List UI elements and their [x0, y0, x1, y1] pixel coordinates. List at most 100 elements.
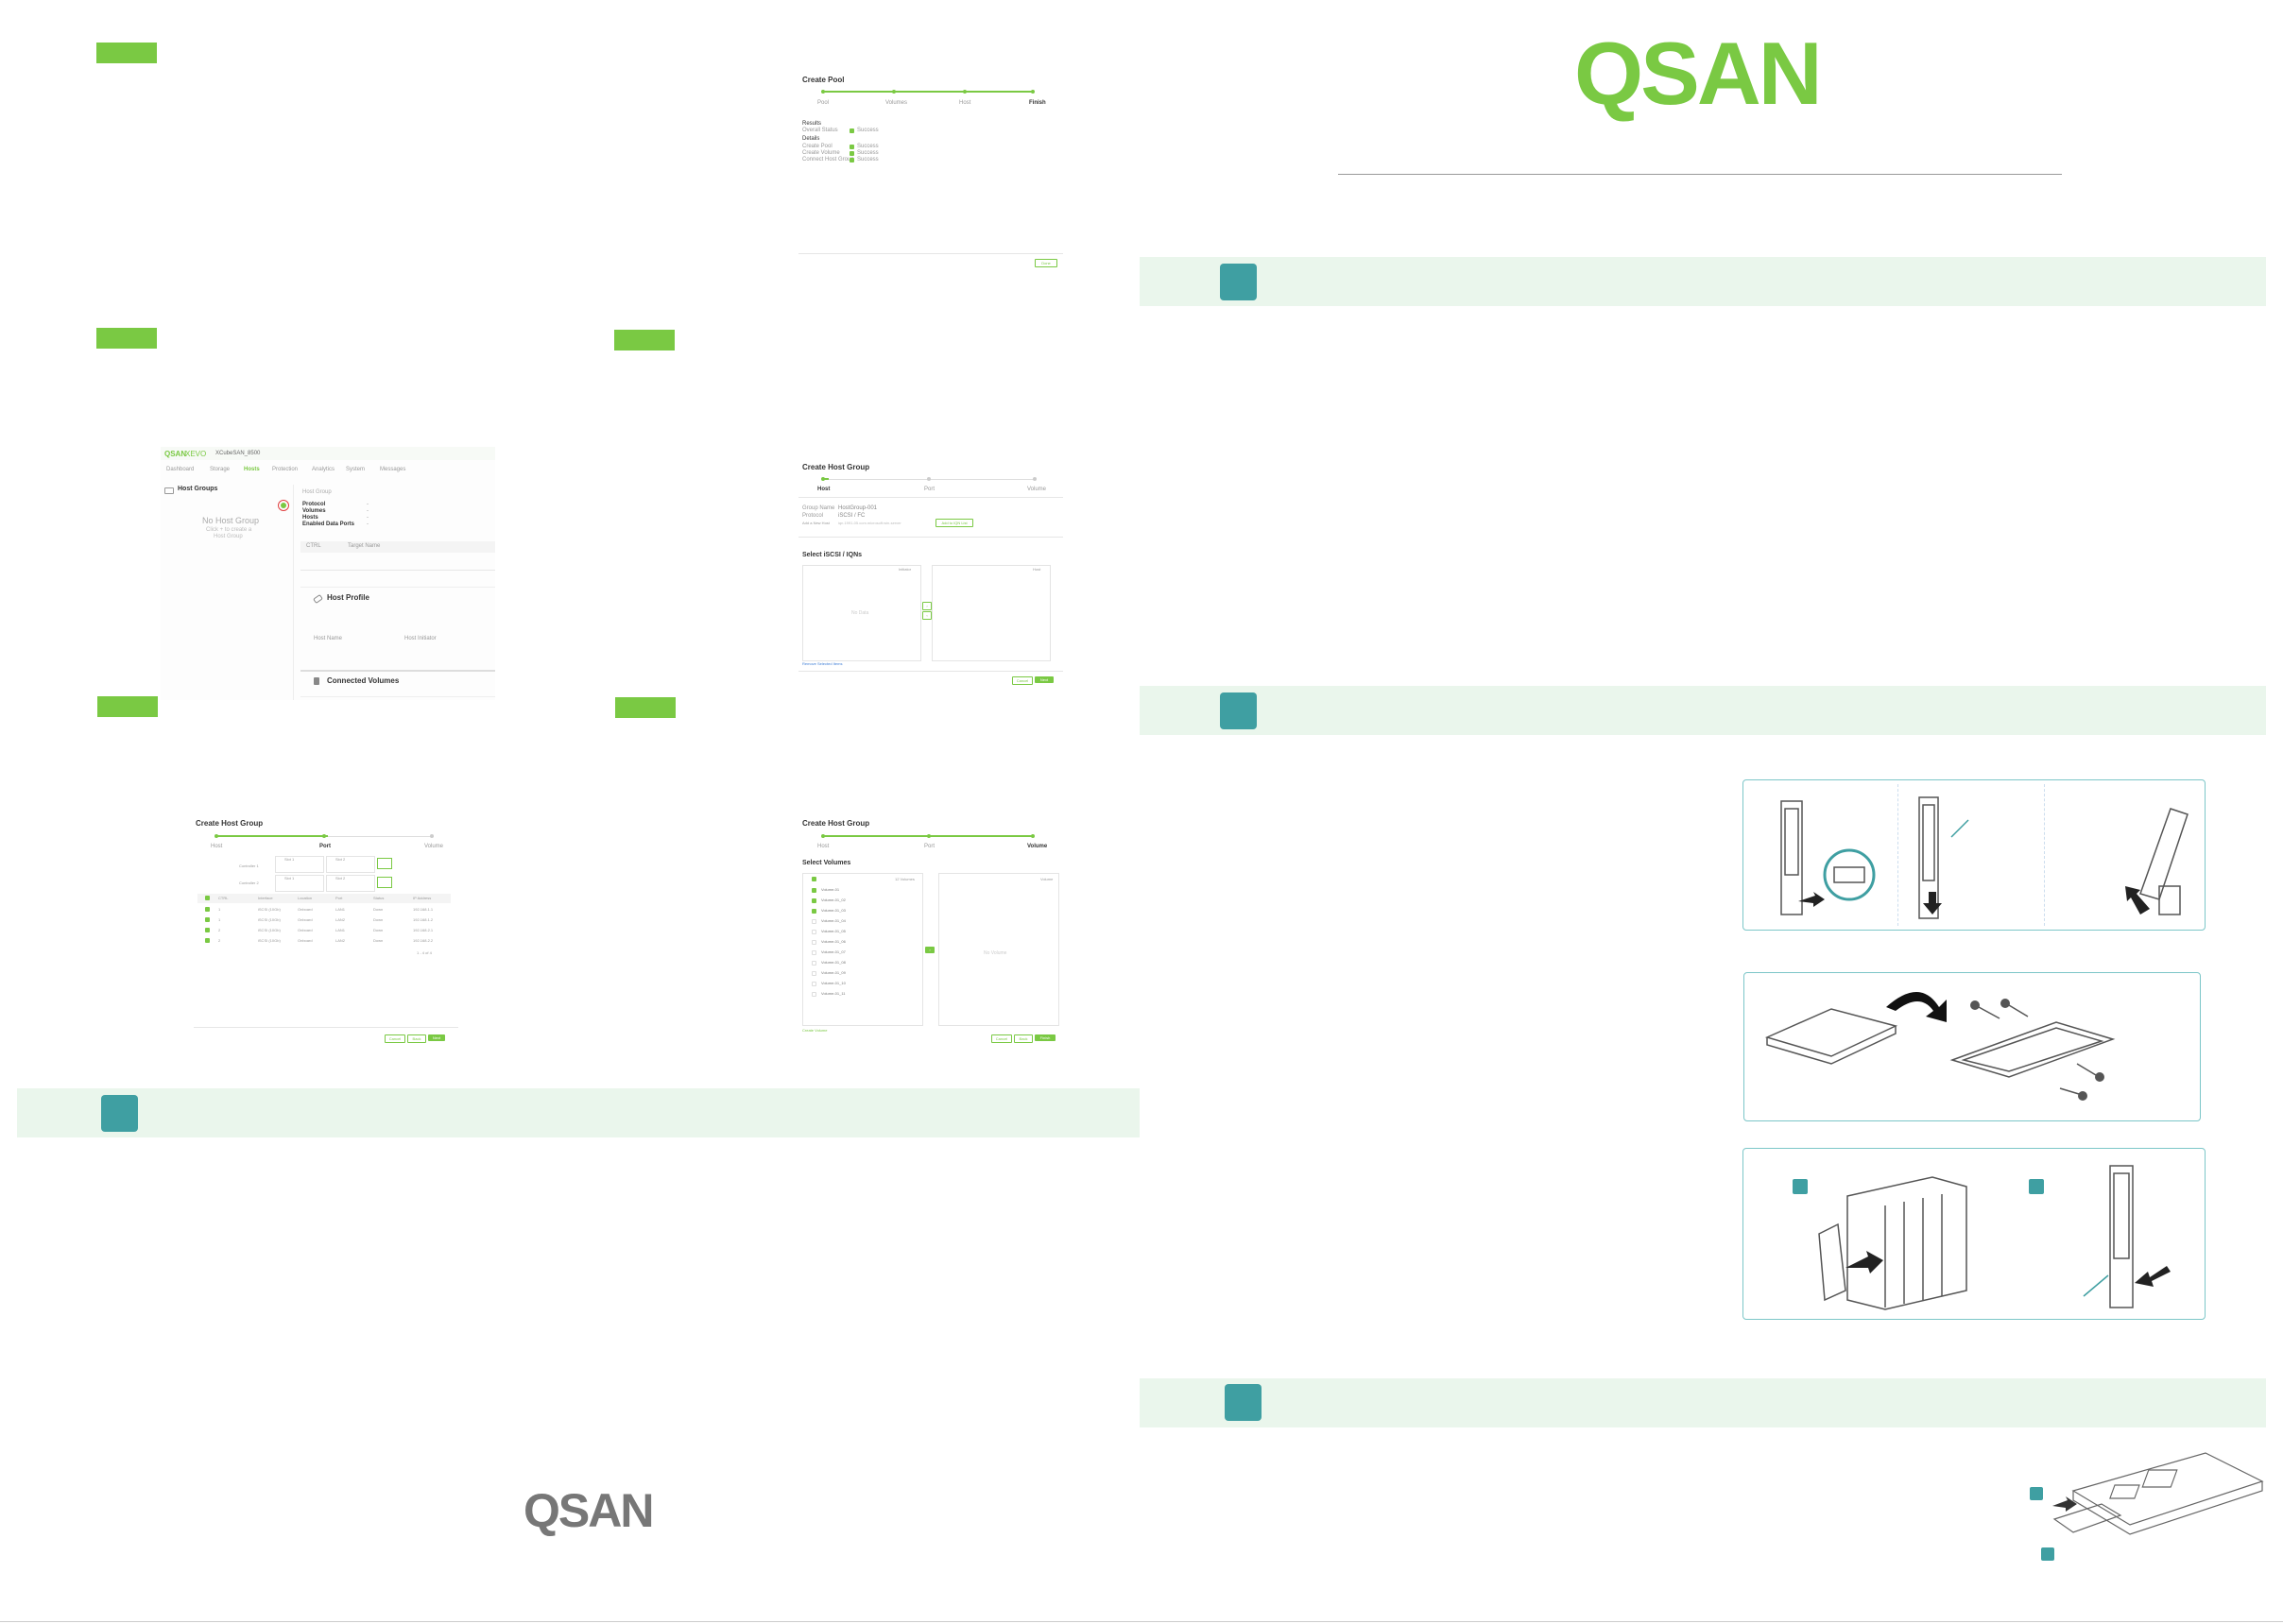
new-host-input[interactable]: iqn.1991-05.com.microsoft:win-server: [838, 521, 901, 525]
volume-name: Volume-01_07: [821, 949, 846, 954]
wizard-step-dot: [927, 477, 931, 481]
selected-volumes-list[interactable]: [938, 873, 1059, 1026]
table-row[interactable]: 2 iSCSI (10Gb) Onboard LAN1 Down 192.168…: [197, 926, 451, 935]
table-row[interactable]: 1 iSCSI (10Gb) Onboard LAN2 Down 192.168…: [197, 915, 451, 925]
nav-storage[interactable]: Storage: [210, 467, 231, 472]
nav-protection[interactable]: Protection: [272, 467, 299, 472]
volume-checkbox[interactable]: [812, 950, 816, 955]
volume-checkbox[interactable]: [812, 940, 816, 945]
nav-dashboard[interactable]: Dashboard: [166, 467, 195, 472]
prop-value: -: [367, 515, 369, 521]
volume-list-item[interactable]: Volume-01_06: [812, 938, 916, 948]
nav-analytics[interactable]: Analytics: [312, 467, 335, 472]
host-list[interactable]: [932, 565, 1051, 661]
volume-list-item[interactable]: Volume-01_03: [812, 907, 916, 916]
nav-messages[interactable]: Messages: [380, 467, 406, 472]
volume-checkbox[interactable]: [812, 982, 816, 986]
volume-list-item[interactable]: Volume-01_02: [812, 897, 916, 906]
slot-card: [275, 856, 324, 873]
create-volume-link[interactable]: Create Volume: [802, 1028, 828, 1033]
done-button[interactable]: Done: [1035, 259, 1057, 267]
volume-checkbox[interactable]: [812, 992, 816, 997]
panel-title: Host Groups: [178, 486, 218, 492]
select-all-checkbox[interactable]: [812, 877, 816, 881]
cell: 2: [218, 938, 221, 943]
move-right-button[interactable]: ›: [922, 602, 932, 610]
detail-divider: [293, 485, 294, 700]
group-name-input[interactable]: HostGroup-001: [838, 505, 878, 511]
cancel-button[interactable]: Cancel: [1012, 676, 1033, 685]
move-left-button[interactable]: ‹: [922, 611, 932, 620]
nav-system[interactable]: System: [346, 467, 366, 472]
port-icon[interactable]: [377, 877, 392, 888]
remove-selected-link[interactable]: Remove Selected Items: [802, 661, 843, 666]
finish-button[interactable]: Finish: [1035, 1034, 1056, 1041]
available-volumes-list[interactable]: [802, 873, 923, 1026]
volume-list-item[interactable]: Volume-01_11: [812, 990, 916, 1000]
controller-label: Controller 2: [239, 880, 259, 885]
wizard-step-label: Host: [211, 844, 223, 849]
select-all-checkbox[interactable]: [205, 896, 210, 900]
wizard-step-label: Host: [817, 844, 830, 849]
label-a-badge: [1793, 1179, 1808, 1194]
prop-label: Hosts: [302, 515, 318, 521]
cell: LAN2: [335, 917, 346, 922]
initiator-list[interactable]: [802, 565, 921, 661]
row-checkbox[interactable]: [205, 907, 210, 912]
volume-checkbox[interactable]: [812, 961, 816, 966]
device-name: XCubeSAN_8500: [215, 451, 261, 456]
cell: 192.168.1.2: [413, 917, 434, 922]
volume-list-item[interactable]: Volume-01: [812, 886, 916, 896]
volume-checkbox[interactable]: [812, 930, 816, 934]
detail-value: Success: [857, 157, 879, 162]
port-icon[interactable]: [377, 858, 392, 869]
next-button[interactable]: Next: [1035, 676, 1054, 683]
back-button[interactable]: Back: [1014, 1034, 1033, 1043]
volume-name: Volume-01_04: [821, 918, 846, 923]
protocol-select[interactable]: iSCSI / FC: [838, 513, 866, 519]
step-tag-1: [96, 43, 157, 63]
controller-illustration: [2030, 1452, 2264, 1561]
cell: Down: [373, 928, 384, 932]
add-iqn-button[interactable]: Add to IQN List: [936, 519, 973, 527]
volume-checkbox[interactable]: [812, 909, 816, 914]
cell: Onboard: [298, 938, 313, 943]
volume-list-item[interactable]: Volume-01_07: [812, 949, 916, 958]
cell: Onboard: [298, 917, 313, 922]
table-row[interactable]: 2 iSCSI (10Gb) Onboard LAN2 Down 192.168…: [197, 936, 451, 946]
row-checkbox[interactable]: [205, 917, 210, 922]
volume-checkbox[interactable]: [812, 971, 816, 976]
next-button[interactable]: Next: [428, 1034, 445, 1041]
empty-state-sub: Host Group: [214, 534, 243, 539]
volume-list-item[interactable]: Volume-01_04: [812, 917, 916, 927]
wizard-step-label: Host: [817, 487, 831, 492]
slot-label: Slot 1: [284, 876, 295, 880]
nav-hosts[interactable]: Hosts: [244, 467, 260, 472]
host-groups-screenshot: QSAN XEVO XCubeSAN_8500 Dashboard Storag…: [161, 447, 495, 700]
volume-list-item[interactable]: Volume-01_10: [812, 980, 916, 989]
table-row[interactable]: 1 iSCSI (10Gb) Onboard LAN1 Down 192.168…: [197, 905, 451, 915]
table-col: Target Name: [348, 543, 381, 549]
row-checkbox[interactable]: [205, 938, 210, 943]
add-host-group-button[interactable]: [278, 500, 289, 511]
section-band-1: [1140, 257, 2266, 306]
wizard-step-dot: [215, 834, 218, 838]
volume-checkbox[interactable]: [812, 898, 816, 903]
cancel-button[interactable]: Cancel: [385, 1034, 405, 1043]
wizard-progress: [823, 478, 829, 480]
volume-checkbox[interactable]: [812, 919, 816, 924]
volume-checkbox[interactable]: [812, 888, 816, 893]
cell: 192.168.2.1: [413, 928, 434, 932]
volume-list-item[interactable]: Volume-01_05: [812, 928, 916, 937]
pager[interactable]: 1 - 4 of 4: [417, 950, 432, 955]
cancel-button[interactable]: Cancel: [991, 1034, 1012, 1043]
step-tag-2: [96, 328, 157, 349]
row-checkbox[interactable]: [205, 928, 210, 932]
host-groups-icon: [164, 487, 174, 494]
move-right-button[interactable]: ›: [925, 947, 935, 953]
volume-list-item[interactable]: Volume-01_09: [812, 969, 916, 979]
slot-card: [275, 875, 324, 892]
back-button[interactable]: Back: [407, 1034, 426, 1043]
volume-list-item[interactable]: Volume-01_08: [812, 959, 916, 968]
detail-label: Create Volume: [802, 150, 840, 156]
